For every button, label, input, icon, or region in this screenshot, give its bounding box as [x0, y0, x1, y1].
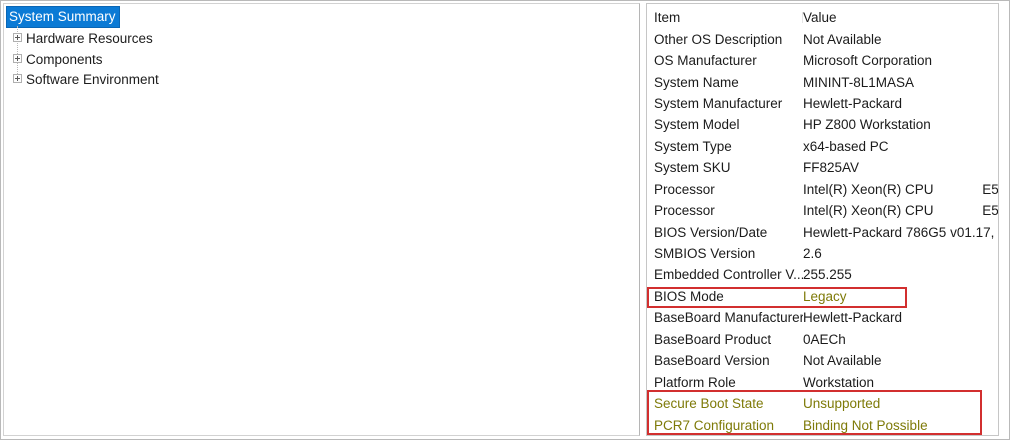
row-value-label: Not Available	[803, 31, 882, 47]
column-header-value[interactable]: Value	[803, 10, 837, 26]
detail-row-system-type[interactable]: System Type x64-based PC	[647, 136, 998, 157]
detail-row-baseboard-product[interactable]: BaseBoard Product 0AECh	[647, 329, 998, 350]
row-item-label: Processor	[654, 203, 715, 219]
row-value-label: Intel(R) Xeon(R) CPU E5506	[803, 181, 998, 197]
row-item-label: System Manufacturer	[654, 95, 783, 111]
details-pane: Item Value Other OS Description Not Avai…	[646, 3, 999, 436]
details-header-row: Item Value	[647, 7, 998, 28]
row-value-label: Hewlett-Packard 786G5 v01.17, 8/	[803, 224, 998, 240]
expand-plus-icon[interactable]	[13, 33, 22, 42]
row-value-label: Unsupported	[803, 396, 881, 412]
row-item-label: Embedded Controller V...	[654, 267, 803, 283]
row-item-label: BaseBoard Version	[654, 353, 770, 369]
expand-plus-icon[interactable]	[13, 74, 22, 83]
detail-row-system-name[interactable]: System Name MININT-8L1MASA	[647, 71, 998, 92]
row-value-label: Intel(R) Xeon(R) CPU E5506	[803, 203, 998, 219]
tree-item-system-summary-label[interactable]: System Summary	[6, 6, 120, 28]
row-value-label: 2.6	[803, 246, 822, 262]
tree-item-components[interactable]: Components	[4, 49, 103, 69]
row-value-label: 0AECh	[803, 331, 846, 347]
tree-item-hardware-resources[interactable]: Hardware Resources	[4, 28, 153, 48]
row-item-label: OS Manufacturer	[654, 53, 757, 69]
row-value-label: FF825AV	[803, 160, 860, 176]
row-item-label: BaseBoard Product	[654, 331, 772, 347]
row-value-label: Microsoft Corporation	[803, 53, 933, 69]
tree-item-system-summary[interactable]: System Summary	[6, 6, 120, 28]
tree-item-components-label: Components	[26, 51, 103, 67]
detail-row-os-manufacturer[interactable]: OS Manufacturer Microsoft Corporation	[647, 50, 998, 71]
row-value-label: MININT-8L1MASA	[803, 74, 915, 90]
detail-row-bios-version-date[interactable]: BIOS Version/Date Hewlett-Packard 786G5 …	[647, 221, 998, 242]
row-value-label: 255.255	[803, 267, 852, 283]
row-item-label: System Type	[654, 138, 732, 154]
row-value-label: Binding Not Possible	[803, 417, 928, 433]
row-value-label: Hewlett-Packard	[803, 310, 903, 326]
row-value-label: Not Available	[803, 353, 882, 369]
detail-row-baseboard-version[interactable]: BaseBoard Version Not Available	[647, 350, 998, 371]
tree-item-software-environment-label: Software Environment	[26, 71, 159, 87]
row-value-label: Workstation	[803, 374, 875, 390]
detail-row-processor-1[interactable]: Processor Intel(R) Xeon(R) CPU E5506	[647, 179, 998, 200]
tree-connector-line	[17, 26, 18, 78]
detail-row-bios-mode[interactable]: BIOS Mode Legacy	[647, 286, 998, 307]
column-header-item[interactable]: Item	[647, 10, 803, 25]
expand-plus-icon[interactable]	[13, 54, 22, 63]
detail-row-system-manufacturer[interactable]: System Manufacturer Hewlett-Packard	[647, 93, 998, 114]
detail-row-platform-role[interactable]: Platform Role Workstation	[647, 371, 998, 392]
row-item-label: BaseBoard Manufacturer	[654, 310, 803, 326]
row-item-label: Secure Boot State	[654, 396, 764, 412]
row-value-label: Hewlett-Packard	[803, 95, 903, 111]
row-value-label: HP Z800 Workstation	[803, 117, 931, 133]
row-item-label: Platform Role	[654, 374, 736, 390]
detail-row-system-model[interactable]: System Model HP Z800 Workstation	[647, 114, 998, 135]
row-item-label: SMBIOS Version	[654, 246, 756, 262]
row-item-label: PCR7 Configuration	[654, 417, 775, 433]
row-item-label: System Name	[654, 74, 739, 90]
detail-row-other-os-description[interactable]: Other OS Description Not Available	[647, 28, 998, 49]
row-item-label: BIOS Version/Date	[654, 224, 768, 240]
row-item-label: System SKU	[654, 160, 731, 176]
detail-row-pcr7-configuration[interactable]: PCR7 Configuration Binding Not Possible	[647, 414, 998, 435]
row-item-label: Other OS Description	[654, 31, 783, 47]
detail-row-system-sku[interactable]: System SKU FF825AV	[647, 157, 998, 178]
row-value-label: Legacy	[803, 288, 847, 304]
detail-row-embedded-controller-version[interactable]: Embedded Controller V... 255.255	[647, 264, 998, 285]
tree-item-hardware-resources-label: Hardware Resources	[26, 30, 153, 46]
row-item-label: Processor	[654, 181, 715, 197]
tree-item-software-environment[interactable]: Software Environment	[4, 69, 159, 89]
detail-row-secure-boot-state[interactable]: Secure Boot State Unsupported	[647, 393, 998, 414]
detail-row-processor-2[interactable]: Processor Intel(R) Xeon(R) CPU E5506	[647, 200, 998, 221]
row-item-label: System Model	[654, 117, 740, 133]
detail-row-smbios-version[interactable]: SMBIOS Version 2.6	[647, 243, 998, 264]
detail-row-baseboard-manufacturer[interactable]: BaseBoard Manufacturer Hewlett-Packard	[647, 307, 998, 328]
row-value-label: x64-based PC	[803, 138, 889, 154]
row-item-label: BIOS Mode	[654, 288, 724, 304]
category-tree-pane: System Summary Hardware Resources Compon…	[3, 3, 640, 436]
